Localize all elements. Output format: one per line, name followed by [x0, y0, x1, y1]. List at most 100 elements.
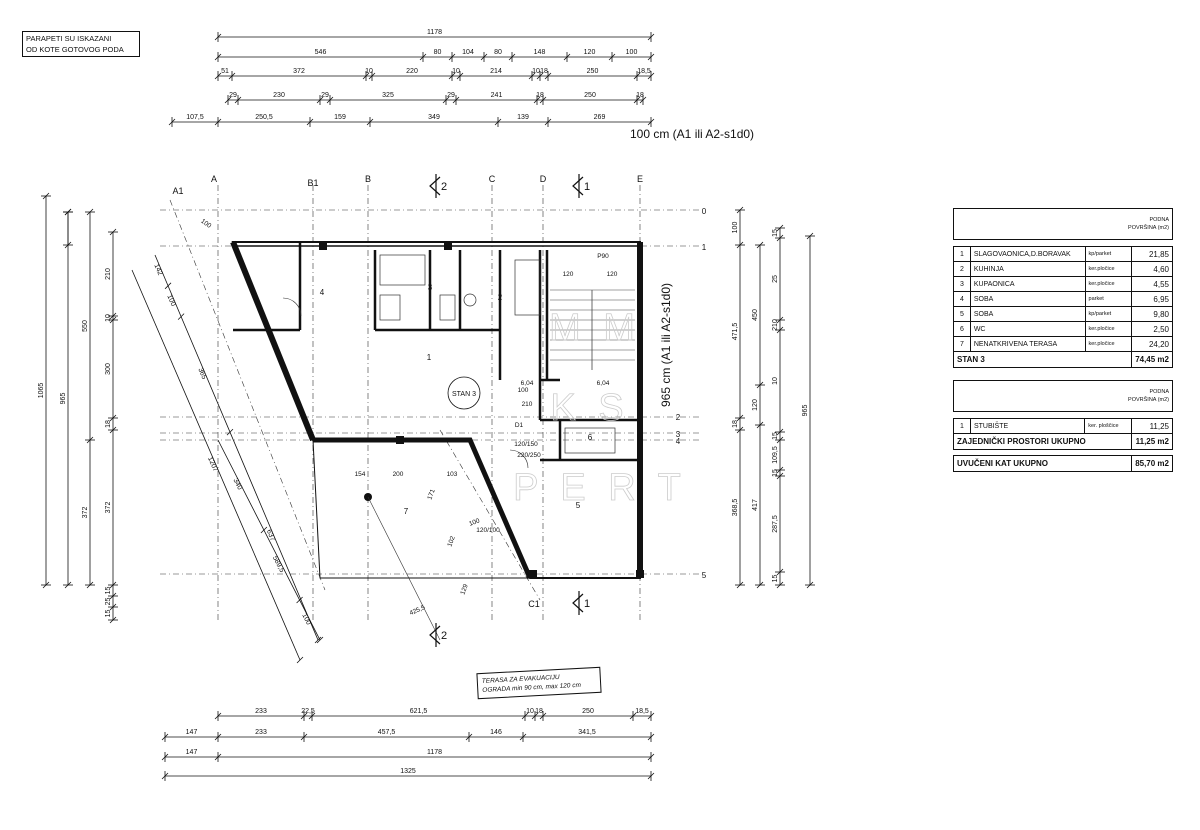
inner-dim-label: 171: [426, 488, 436, 501]
room-n: 5: [953, 306, 971, 322]
inner-dim-label: 120/100: [476, 527, 500, 534]
dim-label: 269: [594, 114, 606, 121]
common-total-label: ZAJEDNIČKI PROSTORI UKUPNO: [952, 433, 1133, 450]
dim-label: 80: [434, 49, 442, 56]
dim-label: 457,5: [378, 729, 396, 736]
table-header-cell: PODNA POVRŠINA (m2): [953, 208, 1173, 240]
dim-label: 15: [105, 587, 112, 595]
parapet-note: PARAPETI SU ISKAZANI OD KOTE GOTOVOG POD…: [22, 31, 140, 57]
door-swing: [282, 297, 302, 317]
dim-label: 15: [105, 610, 112, 618]
inner-dim-label: 120/150: [514, 441, 538, 448]
inner-dim-label: 120: [607, 271, 618, 278]
inner-dim-label: 102: [446, 535, 456, 548]
dim-label: 965: [802, 405, 809, 417]
dim-label: 250: [582, 708, 594, 715]
dim-label: 220: [406, 68, 418, 75]
table-header: PODNA POVRŠINA (m2): [953, 208, 1173, 240]
header-povrsina: POVRŠINA (m2): [1128, 225, 1169, 231]
grand-total-label: UVUČENI KAT UKUPNO: [952, 455, 1133, 472]
dim-label: 100: [59, 0, 71, 2]
row-label: 4: [676, 437, 681, 446]
room-name: KUPAONICA: [969, 276, 1086, 292]
inner-dim-label: 103: [447, 471, 458, 478]
dim-label: 10: [526, 708, 534, 715]
dim-label: 18: [636, 92, 644, 99]
dim-label: 15: [772, 229, 779, 237]
room-name: SOBA: [969, 291, 1086, 307]
row-label: 3: [676, 430, 681, 439]
dim-label: 18: [536, 92, 544, 99]
sink: [439, 294, 456, 321]
room-number: 2: [498, 293, 503, 302]
room-name: SOBA: [969, 306, 1086, 322]
dim-label: 18: [105, 420, 112, 428]
inner-dim-label: 220/250: [517, 452, 541, 459]
shower: [379, 294, 401, 321]
dim-label: 10: [105, 314, 112, 322]
common-name: STUBIŠTE: [969, 418, 1086, 434]
inner-dim-label: 6,04: [521, 380, 534, 387]
dim-label: 287,5: [772, 515, 779, 533]
dim-label: 550: [82, 320, 89, 332]
dim-label: 18: [732, 420, 739, 428]
room-area: 2,50: [1131, 321, 1173, 337]
inner-dim-label: D1: [515, 422, 524, 429]
dim-label: 15: [772, 575, 779, 583]
room-name: WC: [969, 321, 1086, 337]
room-n: 6: [953, 321, 971, 337]
dim-label: 546: [315, 49, 327, 56]
dim-label: 621,5: [410, 708, 428, 715]
dim-label: 100: [732, 222, 739, 234]
dim-label: 471,5: [732, 323, 739, 341]
room-area: 24,20: [1131, 336, 1173, 352]
fire-rating-vertical-label: 965 cm (A1 ili A2-s1d0): [659, 282, 673, 408]
dim-label: 965: [60, 393, 67, 405]
grid-label: E: [637, 174, 643, 184]
dim-tick: [316, 636, 324, 644]
watermark-text: M M: [549, 307, 641, 349]
section-arrow: [572, 593, 584, 613]
diag-dim-label: 340: [232, 478, 244, 492]
dim-label: 300: [105, 363, 112, 375]
inner-dim-label: 200: [393, 471, 404, 478]
room-area: 4,55: [1131, 276, 1173, 292]
dim-label: 10: [452, 68, 460, 75]
dim-label: 15: [772, 432, 779, 440]
header2-podna: PODNA: [1149, 389, 1169, 395]
room-floor: ker.pločice: [1084, 276, 1133, 292]
inner-dim-label: 129: [459, 583, 469, 596]
apartment-total-label: STAN 3: [952, 351, 1133, 368]
dim-label: 372: [82, 507, 89, 519]
diag-dim-label: 637: [265, 529, 276, 543]
room-number: 3: [428, 283, 433, 292]
dim-tick: [226, 428, 234, 436]
inner-dim-label: P90: [597, 253, 609, 260]
grid-label: D: [540, 174, 547, 184]
inner-dim-label: 100: [518, 387, 529, 394]
dim-label: 146: [490, 729, 502, 736]
dim-tick: [260, 526, 268, 534]
dim-label: 18,5: [635, 708, 649, 715]
watermark-text: P E R T: [513, 467, 687, 509]
section-arrow: [429, 625, 441, 645]
inner-dim-label: 120: [563, 271, 574, 278]
column: [636, 570, 644, 578]
section-arrow: [572, 176, 584, 196]
dim-tick: [314, 636, 322, 644]
toilet: [463, 293, 477, 307]
row-label: 2: [676, 413, 681, 422]
dimension-lines: [41, 32, 815, 781]
room-area: 9,80: [1131, 306, 1173, 322]
room-area: 21,85: [1131, 246, 1173, 262]
slope-line: [367, 496, 441, 641]
inner-dim-label: 6,04: [597, 380, 610, 387]
diag-dim-label: 142: [152, 263, 163, 277]
dim-label: 233: [255, 729, 267, 736]
